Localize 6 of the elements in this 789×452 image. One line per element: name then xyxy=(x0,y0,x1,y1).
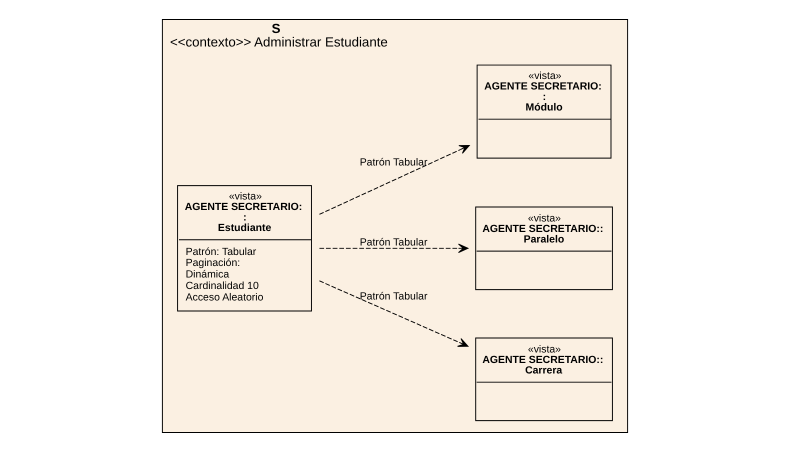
edge-label: Patrón Tabular xyxy=(359,291,427,302)
edge-label: Patrón Tabular xyxy=(359,237,427,248)
arrow xyxy=(318,280,468,347)
arrow xyxy=(318,145,470,215)
edge-label: Patrón Tabular xyxy=(359,158,427,169)
arrow xyxy=(318,244,468,254)
